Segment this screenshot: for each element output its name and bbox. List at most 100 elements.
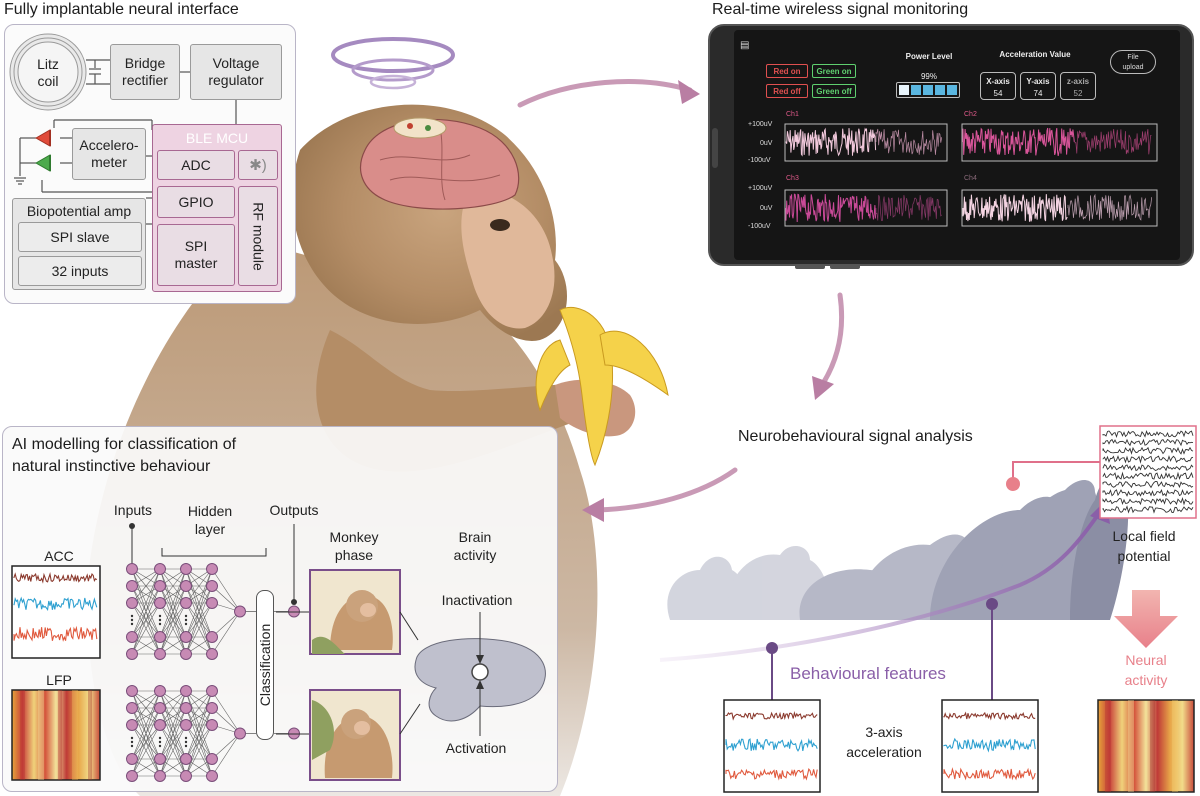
signal-trace [962, 194, 1068, 222]
power-bar [896, 82, 960, 98]
red-off-button[interactable]: Red off [766, 84, 808, 98]
x-axis-label: X-axis [986, 77, 1010, 86]
file-upload-button[interactable]: File upload [1110, 50, 1156, 74]
ellipsis-dot [184, 740, 188, 744]
inputs32-box: 32 inputs [18, 256, 142, 286]
voltage-regulator-box: Voltage regulator [190, 44, 282, 100]
network-edge [131, 690, 161, 726]
network-node [154, 631, 166, 643]
phone-side-button[interactable] [712, 128, 718, 168]
network-node [126, 753, 138, 765]
acceleration-trace [943, 767, 1036, 781]
hidden-layer-line1: Hidden [187, 503, 233, 519]
acceleration-trace [725, 710, 818, 721]
network-edge [185, 707, 213, 777]
network-node [126, 770, 138, 782]
network-node [126, 580, 138, 592]
neural-activity-line1: Neural [1125, 652, 1167, 668]
x-axis-readout: X-axis 54 [980, 72, 1016, 100]
three-axis-line1: 3-axis [865, 724, 903, 740]
local-field-potential-line2: potential [1117, 548, 1171, 564]
voltage-regulator-line1: Voltage [212, 55, 260, 71]
interface-panel-title: Fully implantable neural interface [4, 1, 239, 18]
ch1-scale-bottom: -100uV [748, 157, 771, 164]
spi-master-box: SPI master [157, 224, 235, 286]
acc-trace [13, 572, 98, 584]
z-axis-readout: z-axis 52 [1060, 72, 1096, 100]
network-edge [185, 585, 213, 655]
network-edge [211, 733, 241, 760]
ble-mcu-label: BLE MCU [185, 130, 249, 146]
voltage-regulator-line2: regulator [208, 72, 264, 88]
ellipsis-dot [130, 736, 134, 740]
accelerometer-line1: Accelero- [79, 137, 139, 153]
network-node [180, 648, 192, 660]
network-node [180, 597, 192, 609]
network-node [154, 685, 166, 697]
network-node [180, 685, 192, 697]
lfp-label: LFP [46, 672, 72, 688]
y-axis-label: Y-axis [1026, 77, 1050, 86]
litz-coil-line2: coil [37, 73, 59, 89]
lfp-trace [1102, 505, 1194, 514]
network-node [154, 753, 166, 765]
z-axis-label: z-axis [1066, 77, 1090, 86]
red-on-button[interactable]: Red on [766, 64, 808, 78]
lfp-trace [1102, 438, 1194, 447]
gpio-label: GPIO [178, 193, 214, 210]
network-node [126, 648, 138, 660]
menu-icon[interactable]: ▤ [740, 40, 750, 51]
monkey-phase-label: Monkey phase [324, 528, 384, 564]
signal-trace [1074, 128, 1152, 155]
lfp-trace [1102, 463, 1194, 472]
inputs-label: Inputs [113, 502, 153, 518]
spi-master-line1: SPI [184, 238, 208, 254]
y-axis-value: 74 [1033, 89, 1043, 98]
x-axis-value: 54 [993, 89, 1003, 98]
lfp-trace [1102, 446, 1194, 455]
ch1-scale-top: +100uV [748, 121, 773, 128]
green-off-button[interactable]: Green off [812, 84, 856, 98]
network-edge [185, 724, 213, 777]
phone-power-button[interactable] [830, 264, 860, 269]
network-node [180, 563, 192, 575]
z-axis-value: 52 [1073, 89, 1083, 98]
acc-trace [13, 625, 98, 642]
accelerometer-box: Accelero- meter [72, 128, 146, 180]
ellipsis-dot [130, 744, 134, 748]
bridge-rectifier-line2: rectifier [122, 72, 168, 88]
acc-trace [13, 596, 98, 611]
network-node [206, 770, 218, 782]
network-edge [211, 733, 241, 777]
neural-activity-line2: activity [1124, 672, 1168, 688]
network-node [154, 702, 166, 714]
green-on-button[interactable]: Green on [812, 64, 856, 78]
behavioural-features-label: Behavioural features [790, 664, 946, 683]
network-node [154, 597, 166, 609]
behaviour-analysis-diagram [659, 425, 1197, 793]
ch1-label: Ch1 [786, 111, 799, 118]
network-node [206, 580, 218, 592]
brain-activity-line2: activity [453, 547, 497, 563]
ellipsis-dot [158, 622, 162, 626]
spi-slave-label: SPI slave [50, 228, 110, 245]
network-node [206, 563, 218, 575]
network-edge [159, 568, 187, 604]
ch3-scale-top: +100uV [748, 185, 773, 192]
signal-trace [1067, 193, 1153, 221]
network-node [180, 719, 192, 731]
network-edge [211, 568, 241, 612]
network-edge [131, 585, 161, 655]
circuit-wiring [9, 33, 237, 225]
ellipsis-dot [130, 740, 134, 744]
network-node [154, 719, 166, 731]
bluetooth-icon: ✱) [238, 150, 278, 180]
gpio-box: GPIO [157, 186, 235, 218]
acceleration-trace [943, 711, 1036, 721]
phone-volume-button[interactable] [795, 264, 825, 269]
network-edge [159, 690, 187, 760]
network-node [206, 631, 218, 643]
power-level-label: Power Level [905, 52, 953, 61]
spi-slave-box: SPI slave [18, 222, 142, 252]
ellipsis-dot [158, 744, 162, 748]
